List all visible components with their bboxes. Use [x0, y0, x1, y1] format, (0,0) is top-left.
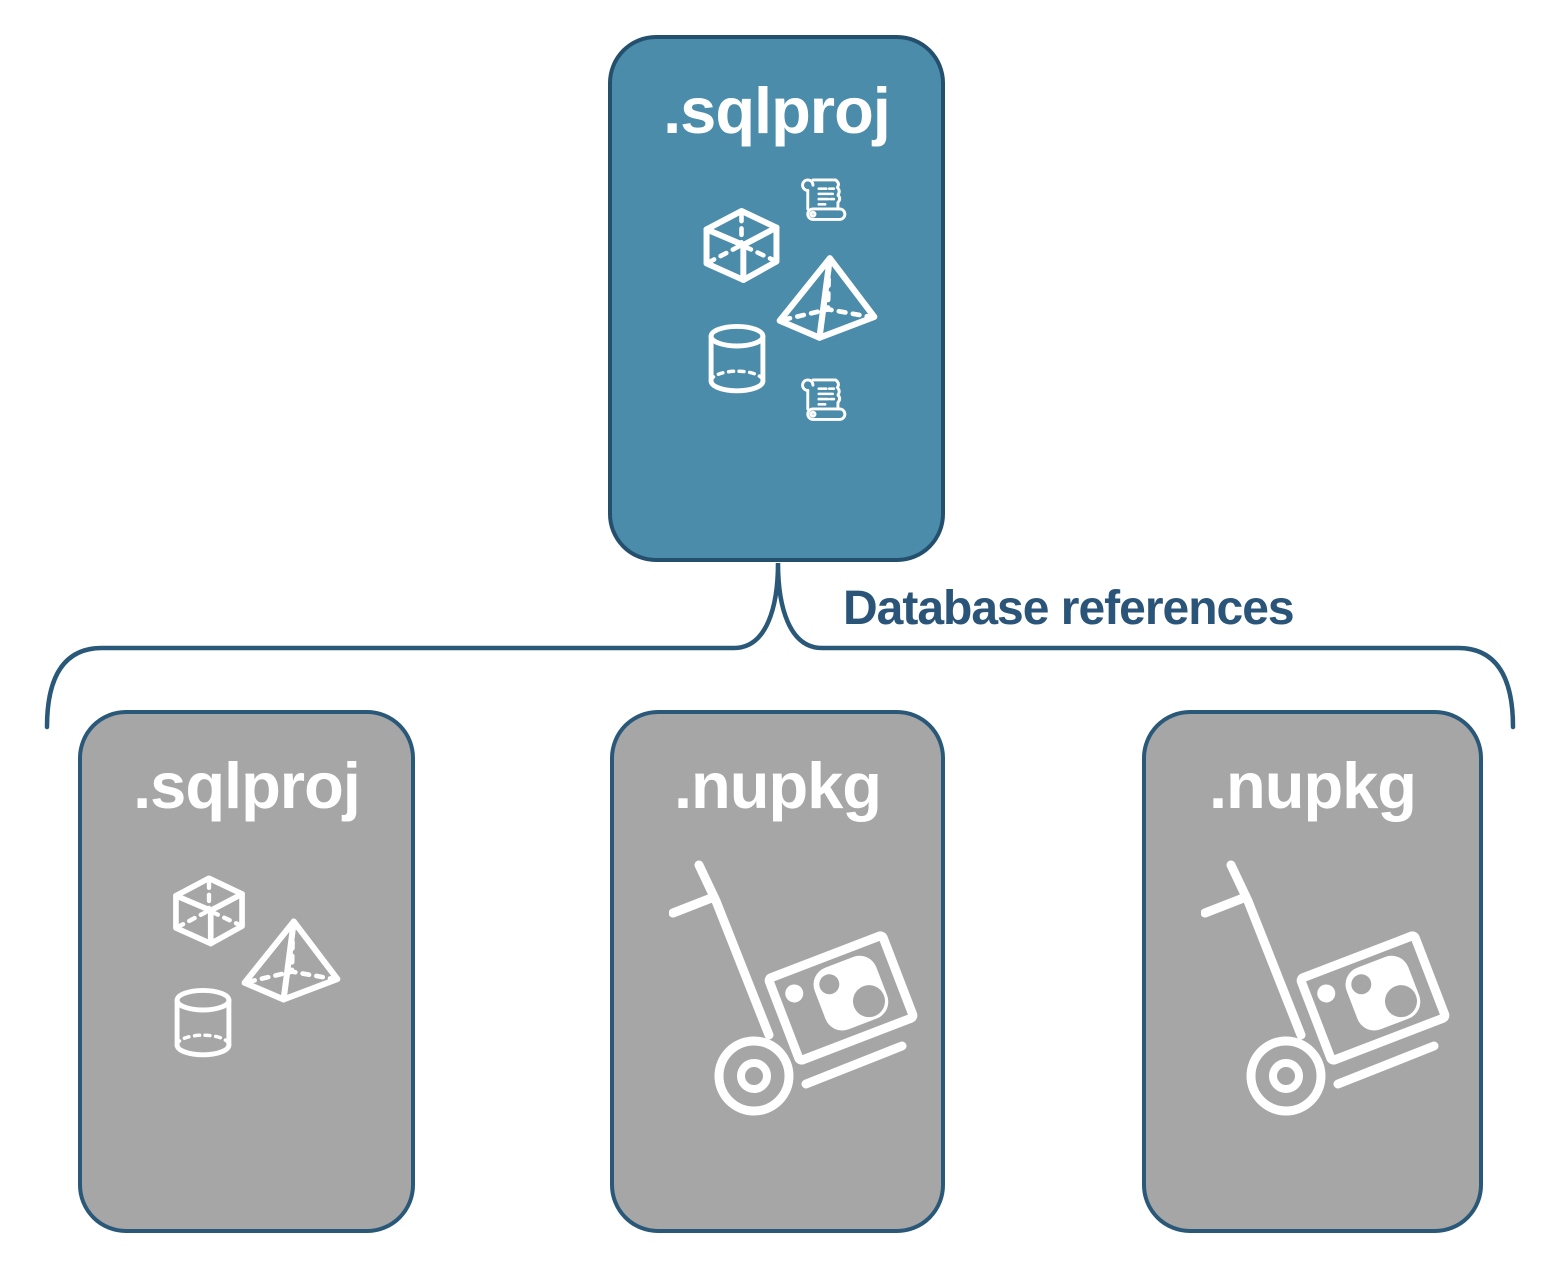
scroll-icon — [794, 173, 854, 231]
pyramid-icon — [775, 250, 879, 346]
cylinder-icon — [168, 984, 238, 1064]
database-references-label: Database references — [843, 582, 1295, 635]
card-nupkg-reference-1: .nupkg — [610, 710, 945, 1233]
card-title: .sqlproj — [133, 749, 361, 822]
cylinder-icon — [702, 320, 772, 400]
card-nupkg-reference-2: .nupkg — [1142, 710, 1483, 1233]
nuget-package-dolly-icon — [669, 857, 919, 1167]
pyramid-icon — [240, 914, 342, 1007]
nuget-package-dolly-icon — [1201, 857, 1451, 1167]
card-sqlproj-reference: .sqlproj — [78, 710, 415, 1233]
card-title: .sqlproj — [663, 74, 891, 147]
card-title: .nupkg — [673, 749, 882, 822]
scroll-icon — [794, 373, 854, 431]
card-sqlproj-main: .sqlproj — [608, 35, 945, 562]
brace-connector — [44, 562, 1516, 730]
card-title: .nupkg — [1208, 749, 1417, 822]
